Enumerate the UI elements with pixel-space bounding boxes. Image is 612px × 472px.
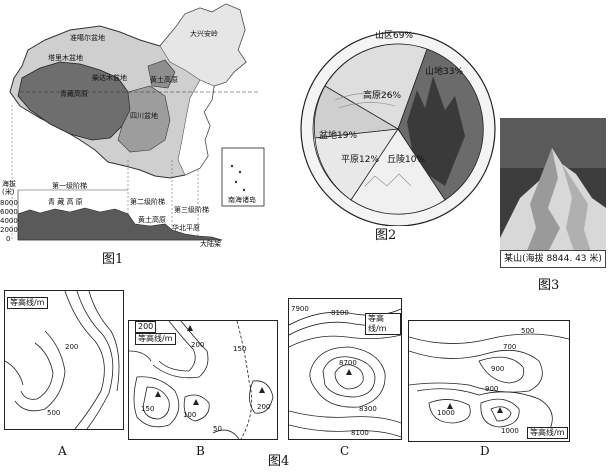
svg-text:4000: 4000 [0, 217, 18, 225]
svg-text:6000: 6000 [0, 208, 18, 216]
figure-3: 某山(海拔 8844. 43 米) 图3 [500, 118, 608, 296]
figure-2: 山区69% 山地33% 高原26% 盆地19% 平原12% 丘陵10% 图2 [295, 26, 515, 246]
svg-text:8100: 8100 [351, 429, 369, 437]
svg-text:8300: 8300 [359, 405, 377, 413]
svg-text:200: 200 [191, 341, 204, 349]
svg-text:海拔: 海拔 [2, 179, 16, 188]
panel-d-label: D [480, 444, 490, 458]
figure-4: 200 500 等高线/m A 200 150 100 50 200 150 [0, 290, 612, 472]
svg-text:500: 500 [521, 327, 534, 335]
svg-text:700: 700 [503, 343, 516, 351]
label-qingzang: 青藏高原 [60, 89, 88, 98]
panel-b-label: B [196, 444, 205, 458]
svg-text:2000: 2000 [0, 226, 18, 234]
svg-text:150: 150 [233, 345, 246, 353]
svg-text:200: 200 [257, 403, 270, 411]
legend-a: 等高线/m [7, 297, 48, 309]
contour-panel-d: 500 700 900 1000 1000 900 等高线/m [408, 320, 570, 442]
mountain-photo [500, 118, 606, 268]
step-3-label: 第三级阶梯 [174, 205, 209, 214]
svg-text:1000: 1000 [501, 427, 519, 435]
figure-1: 准噶尔盆地 塔里木盆地 青藏高原 柴达木盆地 四川盆地 黄土高原 大兴安岭 南海… [0, 0, 280, 267]
china-map: 准噶尔盆地 塔里木盆地 青藏高原 柴达木盆地 四川盆地 黄土高原 大兴安岭 南海… [0, 3, 265, 248]
fig4-caption: 图4 [268, 454, 290, 469]
contour-panel-a: 200 500 等高线/m [4, 290, 124, 430]
panel-a-label: A [58, 444, 67, 458]
svg-text:500: 500 [47, 409, 60, 417]
label-huangtu: 黄土高原 [150, 75, 178, 84]
legend-d: 等高线/m [527, 427, 568, 439]
pie-label-shanqu: 山区69% [375, 30, 413, 41]
fig3-caption: 图3 [538, 278, 560, 293]
label-chaidamu: 柴达木盆地 [92, 73, 127, 82]
pie-label-pingyuan: 平原12% [341, 154, 379, 165]
pie-label-shandi: 山地33% [425, 65, 463, 77]
pie-label-gaoyuan: 高原26% [363, 89, 401, 101]
legend-b: 等高线/m [135, 333, 176, 345]
contour-panel-b: 200 150 100 50 200 150 200 等高线/m [128, 320, 278, 440]
svg-text:100: 100 [183, 411, 196, 419]
step-1-label: 第一级阶梯 [52, 181, 87, 190]
svg-text:7900: 7900 [291, 305, 309, 313]
pie-label-qiuling: 丘陵10% [387, 154, 425, 165]
fig2-caption: 图2 [375, 228, 397, 243]
slice-hill [350, 128, 446, 215]
terrain-pie: 山区69% 山地33% 高原26% 盆地19% 平原12% 丘陵10% [300, 30, 496, 227]
svg-text:200: 200 [65, 343, 78, 351]
svg-text:900: 900 [491, 365, 504, 373]
contour-panel-c: 7900 8100 8700 8300 8100 等高线/m [288, 298, 402, 440]
svg-text:50: 50 [213, 425, 222, 433]
svg-text:1000: 1000 [437, 409, 455, 417]
label-zhungeer: 准噶尔盆地 [70, 33, 105, 42]
panel-b-200: 200 [135, 321, 157, 333]
profile-dalujia: 大陆架 [200, 239, 221, 248]
panel-c-label: C [340, 444, 350, 458]
profile-huangtu: 黄土高原 [138, 215, 166, 224]
label-daxinganling: 大兴安岭 [190, 29, 218, 38]
photo-caption: 某山(海拔 8844. 43 米) [500, 250, 606, 268]
fig1-caption: 图1 [102, 252, 124, 267]
label-talimu: 塔里木盆地 [48, 53, 83, 62]
svg-text:8700: 8700 [339, 359, 357, 367]
pie-label-pendi: 盆地19% [319, 129, 357, 141]
slice-plain [314, 128, 399, 201]
inset-label: 南海诸岛 [228, 195, 256, 204]
svg-text:8000: 8000 [0, 199, 18, 207]
step-2-label: 第二级阶梯 [130, 197, 165, 206]
south-sea-inset [221, 147, 265, 207]
profile-qingzang: 青 藏 高 原 [48, 197, 83, 206]
slice-plateau [324, 43, 428, 130]
elevation-profile: 海拔 (米) 8000 6000 4000 2000 0 第一级阶梯 第二级阶梯… [0, 179, 223, 248]
svg-text:0: 0 [6, 235, 10, 243]
svg-text:150: 150 [141, 405, 154, 413]
legend-c: 等高线/m [365, 313, 401, 335]
svg-text:900: 900 [485, 385, 498, 393]
label-sichuan: 四川盆地 [130, 111, 158, 120]
profile-huabei: 华北平原 [172, 223, 200, 232]
svg-text:(米): (米) [2, 187, 15, 196]
svg-text:8100: 8100 [331, 309, 349, 317]
